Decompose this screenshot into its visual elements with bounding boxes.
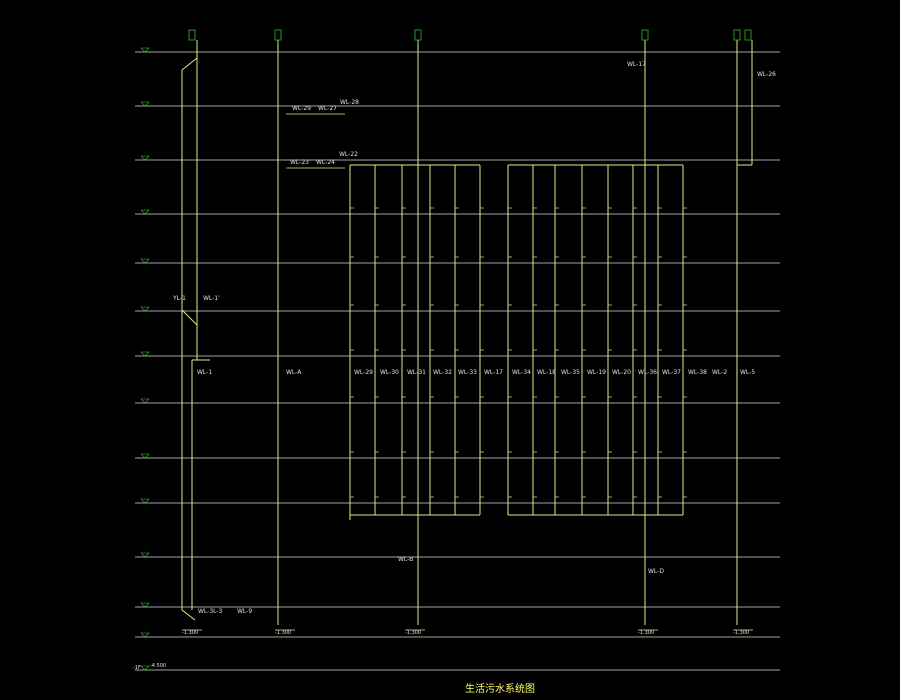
bottom-pipe-tag: WL-B — [398, 556, 413, 563]
elevation-marker — [140, 398, 150, 404]
riser-tag: WL-36 — [638, 369, 657, 376]
pipe-tag: YL-1 — [172, 295, 186, 302]
vent-cap — [733, 29, 741, 41]
floor-lines: -1F -4.500 — [133, 47, 780, 671]
bottom-pipe-tag: WL-9 — [237, 608, 252, 615]
riser-tag: WL-31 — [407, 369, 426, 376]
riser-tag: WL-A — [286, 369, 302, 376]
elevation-marker — [140, 453, 150, 459]
riser-tag: WL-2 — [712, 369, 727, 376]
riser-tag: WL-32 — [433, 369, 452, 376]
riser-tag: WL-30 — [380, 369, 399, 376]
outlet-elevation: -1.300 — [182, 630, 198, 636]
pipe-network — [181, 29, 753, 631]
riser-tag: WL-37 — [662, 369, 681, 376]
top-pipe-tag: WL-24 — [316, 159, 335, 166]
bottom-pipe-tag: WL-3L-3 — [198, 608, 223, 615]
riser-offset — [181, 57, 198, 71]
elevation-marker — [140, 47, 150, 53]
outlet-elevation: -1.300 — [405, 630, 421, 636]
riser-tag: WL-17 — [484, 369, 503, 376]
riser-tag: WL-5 — [740, 369, 755, 376]
top-pipe-tag: WL-26 — [757, 71, 776, 78]
riser-tag: WL-18 — [537, 369, 556, 376]
pipe-tag: WL-1' — [203, 295, 220, 302]
vent-cap — [744, 29, 752, 41]
top-pipe-tag: WL-28 — [340, 99, 359, 106]
top-pipe-tag: WL-22 — [339, 151, 358, 158]
top-pipe-tag: WL-27 — [318, 105, 337, 112]
vent-cap — [414, 29, 422, 41]
elevation-marker — [140, 101, 150, 107]
elevation-marker — [140, 665, 150, 671]
riser-tag: WL-20 — [612, 369, 631, 376]
riser-tag: WL-33 — [458, 369, 477, 376]
elevation-marker — [140, 351, 150, 357]
elevation-marker — [140, 258, 150, 264]
bottom-pipe-tag: WL-D — [648, 568, 664, 575]
drawing-title: 生活污水系统图 — [465, 682, 535, 695]
outlet-elevation: -1.300 — [275, 630, 291, 636]
riser-tag: WL-38 — [688, 369, 707, 376]
riser-offset — [181, 309, 198, 326]
riser-tag: WL-1 — [197, 369, 212, 376]
elevation-marker — [140, 602, 150, 608]
elevation-marker — [140, 498, 150, 504]
outlet-elevation: -1.300 — [733, 630, 749, 636]
elevation-marker — [140, 306, 150, 312]
riser-tag: WL-35 — [561, 369, 580, 376]
elevation-marker — [140, 552, 150, 558]
vent-cap — [188, 29, 196, 41]
top-pipe-tag: WL-23 — [290, 159, 309, 166]
outlet-line — [181, 609, 196, 621]
riser-tag: WL-19 — [587, 369, 606, 376]
outlet-elevation: -1.300 — [638, 630, 654, 636]
floor-level-label: -1F — [133, 665, 141, 671]
elevation-marker — [140, 632, 150, 638]
riser-tag: WL-29 — [354, 369, 373, 376]
elevation-marker — [140, 209, 150, 215]
top-pipe-tag: WL-29 — [292, 105, 311, 112]
top-pipe-tag: WL-17 — [627, 61, 646, 68]
elevation-marker — [140, 155, 150, 161]
vent-cap — [641, 29, 649, 41]
elevation-label: -4.500 — [150, 663, 166, 669]
riser-tag: WL-34 — [512, 369, 531, 376]
vent-cap — [274, 29, 282, 41]
